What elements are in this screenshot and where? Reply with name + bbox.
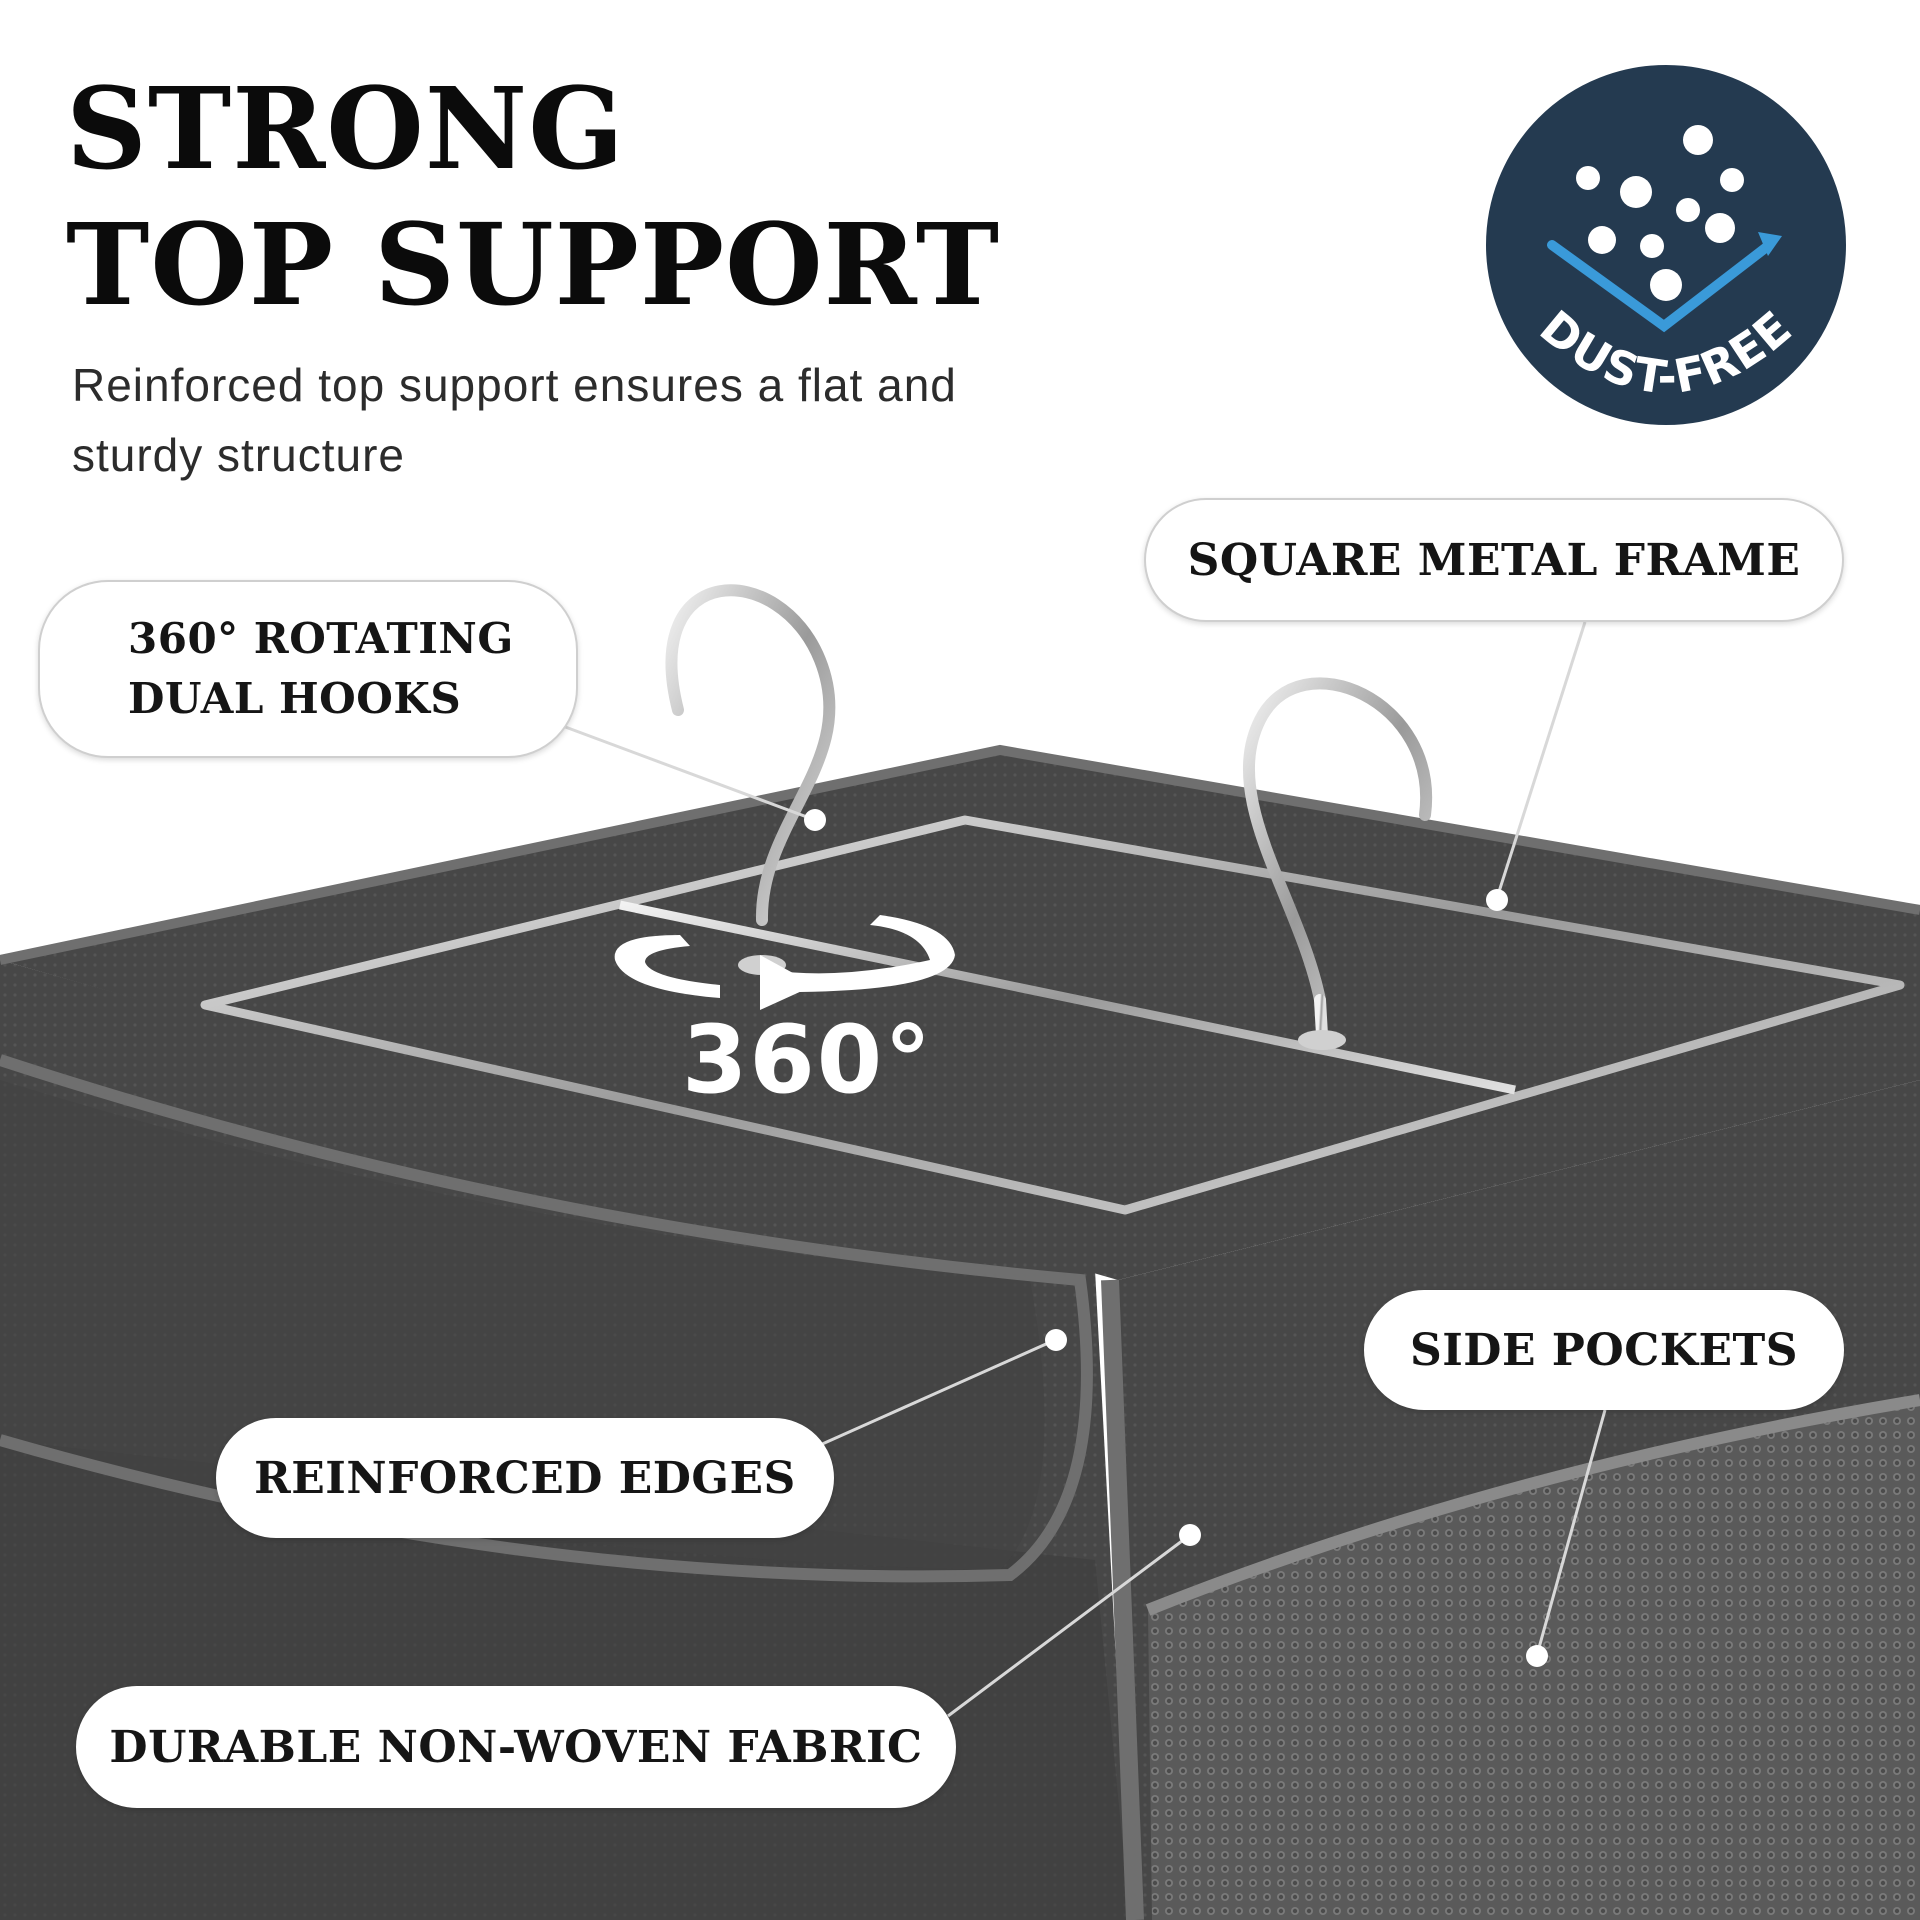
- rotating-hook-right: [1243, 677, 1433, 1041]
- callout-dual-hooks: 360° ROTATING DUAL HOOKS: [38, 580, 578, 758]
- callout-fabric: DURABLE NON-WOVEN FABRIC: [76, 1686, 956, 1808]
- callout-anchor-dots: [804, 809, 1548, 1667]
- headline: STRONG TOP SUPPORT: [66, 62, 1000, 334]
- subtitle: Reinforced top support ensures a flat an…: [72, 359, 957, 481]
- rotating-hook-left: [665, 584, 836, 966]
- callout-side-pockets: SIDE POCKETS: [1364, 1290, 1844, 1410]
- headline-line-2: TOP SUPPORT: [66, 200, 1001, 331]
- dust-free-badge: DUST-FREE: [1482, 61, 1850, 429]
- reinforced-edge-flap: [0, 960, 1045, 1570]
- organizer-top-surface: [0, 750, 1920, 1280]
- dust-free-icon: [1576, 125, 1744, 301]
- callout-dual-hooks-line-1: 360° ROTATING: [128, 614, 514, 663]
- callout-leader-lines: [559, 621, 1607, 1718]
- square-metal-frame: [200, 815, 1905, 1215]
- rotation-label: 360°: [682, 1006, 934, 1115]
- headline-line-1: STRONG: [66, 64, 625, 195]
- callout-reinforced-edges: REINFORCED EDGES: [216, 1418, 834, 1538]
- rotation-arrow-icon: [614, 915, 955, 1010]
- callout-dual-hooks-line-2: DUAL HOOKS: [128, 674, 462, 723]
- callout-metal-frame: SQUARE METAL FRAME: [1144, 498, 1844, 622]
